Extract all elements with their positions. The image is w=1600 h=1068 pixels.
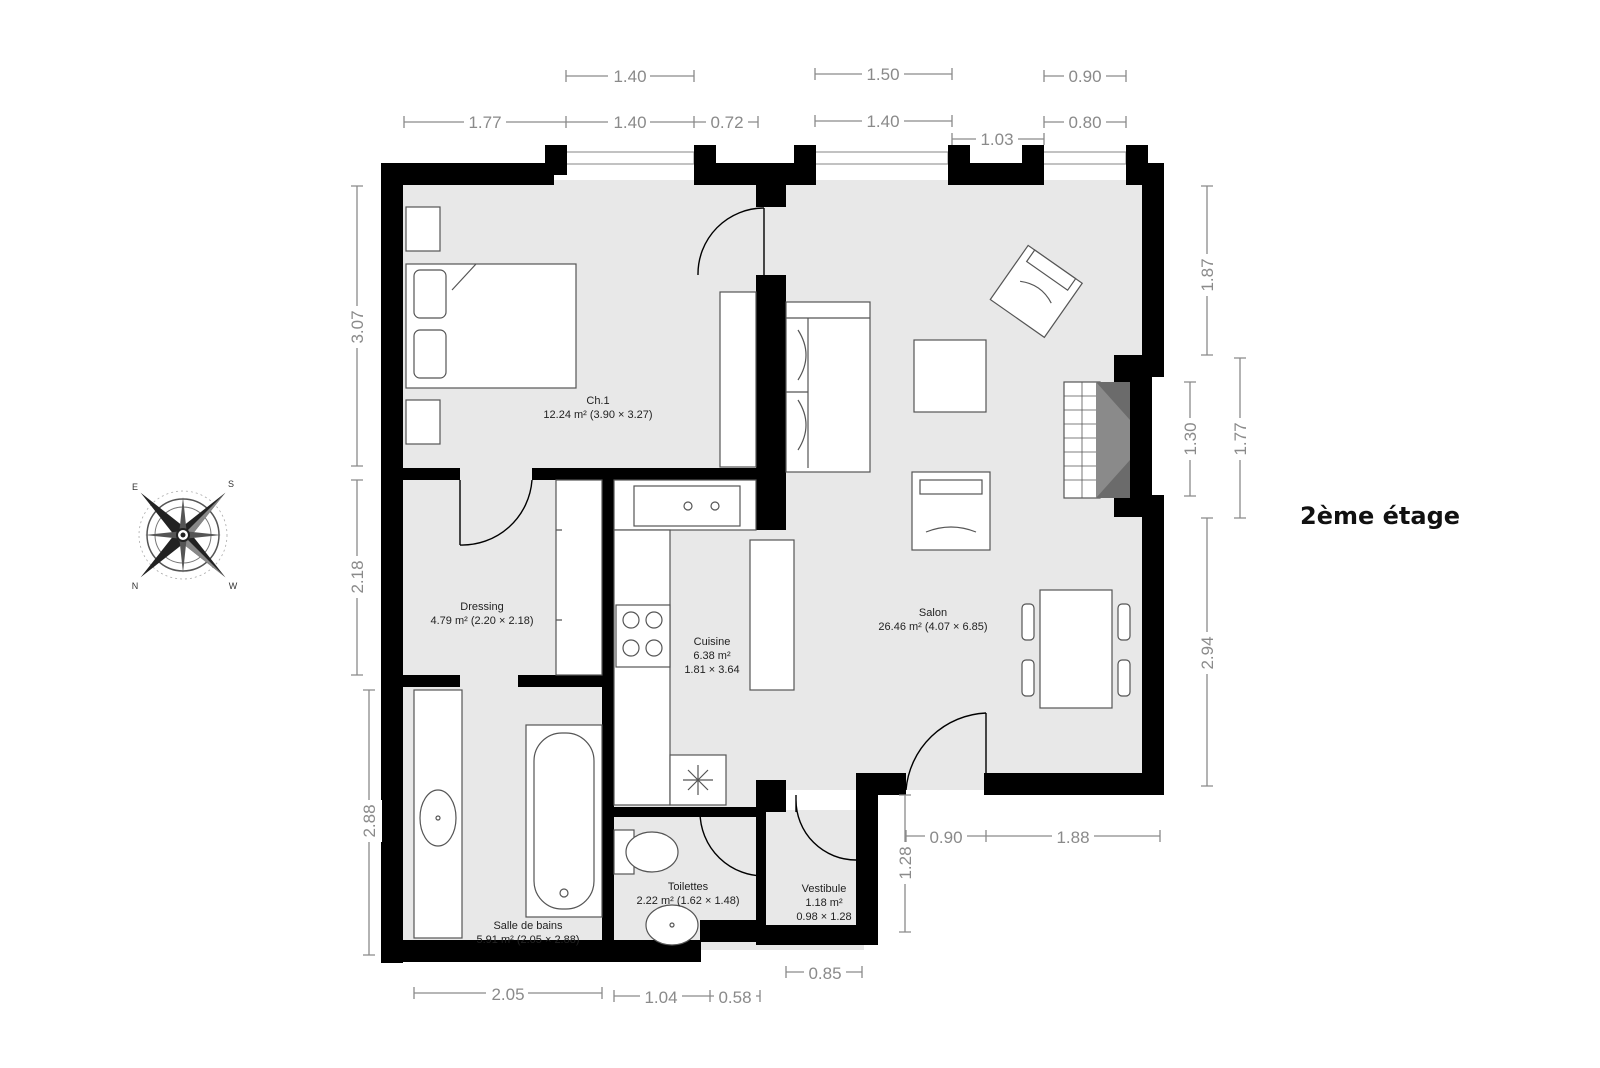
coffee-table: [913, 339, 987, 413]
room-vestibule-area: 1.18 m²: [805, 897, 843, 909]
room-vestibule-name: Vestibule: [802, 883, 847, 895]
room-cuisine-area: 6.38 m²: [693, 650, 731, 662]
room-vestibule-size: 0.98 × 1.28: [796, 911, 851, 923]
room-cuisine-name: Cuisine: [694, 636, 731, 648]
doors: [459, 207, 987, 877]
wardrobe-ch: [719, 291, 757, 468]
dim-top-ch-left: 1.77: [468, 113, 501, 132]
compass-n: N: [132, 581, 139, 591]
room-bain-name: Salle de bains: [493, 920, 563, 932]
floor-label: 2ème étage: [1300, 502, 1461, 530]
dim-top-ch-window: 1.40: [613, 113, 646, 132]
stove: [615, 604, 671, 668]
room-ch1-name: Ch.1: [586, 395, 609, 407]
dim-bottom-salon-door: 0.90: [929, 828, 962, 847]
dimension-labels: 1.40 1.50 0.90 1.77 1.40 0.72 1.40 1.03 …: [344, 60, 1253, 1008]
dining-table: [1039, 589, 1113, 709]
dim-top-ch-right: 0.72: [710, 113, 743, 132]
compass-rose-icon: S N E W: [132, 479, 238, 591]
compass-s: S: [228, 479, 234, 489]
dim-right-bottom: 2.94: [1198, 636, 1217, 669]
room-dressing-area: 4.79 m² (2.20 × 2.18): [430, 615, 533, 627]
dim-left-bain: 2.88: [360, 804, 379, 837]
dim-bottom-toilettes-right: 0.58: [718, 988, 751, 1007]
dim-top-outer-salon: 1.50: [866, 65, 899, 84]
room-cuisine-size: 1.81 × 3.64: [684, 664, 739, 676]
dim-right-top: 1.87: [1198, 258, 1217, 291]
dim-vestibule-height: 1.28: [896, 846, 915, 879]
dim-vestibule-width: 0.85: [808, 964, 841, 983]
dim-top-right-window: 0.80: [1068, 113, 1101, 132]
compass-e: E: [132, 482, 138, 492]
dim-bottom-toilettes: 1.04: [644, 988, 677, 1007]
dim-right-fireplace-inner: 1.30: [1181, 422, 1200, 455]
dim-bottom-bain: 2.05: [491, 985, 524, 1004]
dim-top-outer-right: 0.90: [1068, 67, 1101, 86]
dim-bottom-salon-right: 1.88: [1056, 828, 1089, 847]
nightstand-top: [405, 206, 441, 252]
dim-left-ch: 3.07: [348, 310, 367, 343]
wardrobe-dressing: [555, 479, 603, 676]
dim-top-salon-mid: 1.03: [980, 130, 1013, 149]
dim-left-dressing: 2.18: [348, 560, 367, 593]
dimension-lines: [351, 68, 1246, 1002]
room-salon-name: Salon: [919, 607, 947, 619]
dim-top-outer-ch: 1.40: [613, 67, 646, 86]
furniture: [405, 206, 1131, 946]
room-labels: Ch.1 12.24 m² (3.90 × 3.27) Dressing 4.7…: [430, 395, 987, 946]
room-dressing-name: Dressing: [460, 601, 503, 613]
room-toilettes-area: 2.22 m² (1.62 × 1.48): [636, 895, 739, 907]
room-bain-area: 5.91 m² (2.05 × 2.88): [476, 934, 579, 946]
room-toilettes-name: Toilettes: [668, 881, 709, 893]
dim-top-salon-window: 1.40: [866, 112, 899, 131]
room-ch1-area: 12.24 m² (3.90 × 3.27): [543, 409, 652, 421]
room-salon-area: 26.46 m² (4.07 × 6.85): [878, 621, 987, 633]
compass-w: W: [229, 581, 238, 591]
dim-right-fireplace-outer: 1.77: [1231, 422, 1250, 455]
counter-island: [749, 539, 795, 691]
nightstand-bottom: [405, 399, 441, 445]
